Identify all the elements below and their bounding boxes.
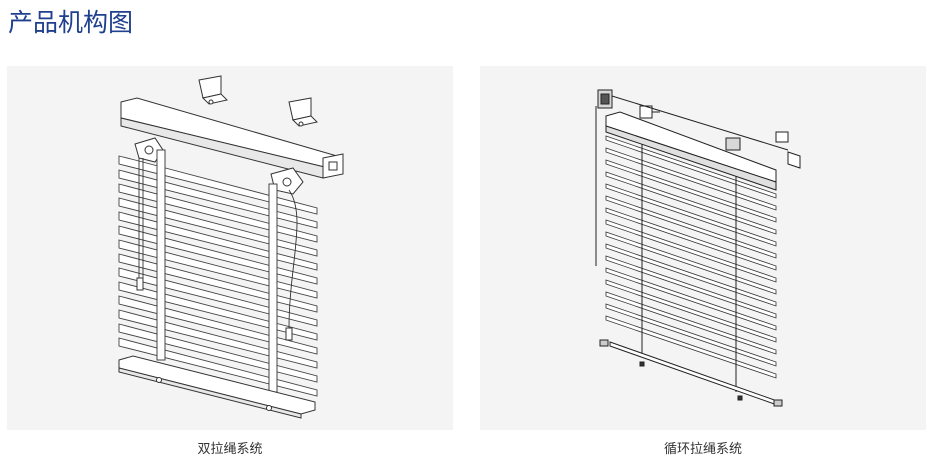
- bottom-rail: [118, 355, 316, 419]
- bottom-rail: [599, 339, 783, 407]
- tilt-rod: [611, 95, 789, 151]
- end-cap-right: [787, 151, 801, 169]
- loop-control-unit: [597, 89, 613, 109]
- diagram-panel-dual-cord: [7, 66, 453, 430]
- slats: [605, 135, 777, 379]
- caption-loop-cord: 循环拉绳系统: [663, 442, 742, 457]
- caption-dual-cord: 双拉绳系统: [197, 442, 263, 457]
- bracket-3: [775, 131, 789, 143]
- loop-cord-blind-illustration: [595, 89, 801, 407]
- headrail: [605, 111, 801, 191]
- mounting-bracket-right: [288, 97, 318, 127]
- diagram-panel-loop-cord: [480, 66, 926, 430]
- pull-cords: [138, 158, 298, 329]
- tilt-mechanism-left: [134, 137, 164, 163]
- lift-cords: [595, 106, 737, 392]
- slats: [118, 155, 318, 397]
- dual-cord-blind-illustration: [118, 75, 344, 419]
- cord-tassel-left: [136, 277, 144, 291]
- cord-tassel-right: [285, 327, 293, 341]
- bracket-2: [725, 137, 741, 151]
- mounting-bracket-left: [198, 75, 228, 105]
- page-title: 产品机构图: [8, 8, 134, 37]
- headrail: [120, 97, 344, 179]
